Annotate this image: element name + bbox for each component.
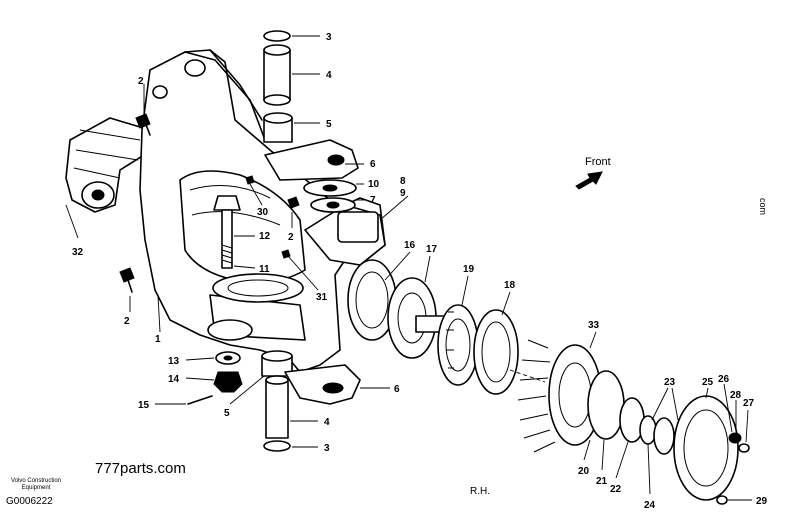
callout-c11: 11	[259, 264, 270, 275]
bearing-cone-part-19	[437, 304, 479, 386]
callout-c14: 14	[168, 374, 180, 385]
callout-c4b: 4	[324, 417, 330, 428]
callout-c19: 19	[463, 264, 475, 275]
nut-part-14	[213, 371, 243, 393]
callout-c5a: 5	[326, 119, 332, 130]
callouts: 3 4 5 6 10 7 8 9 2 30 2 12 11 16 17 19 1…	[72, 32, 768, 511]
callout-c12: 12	[259, 231, 271, 242]
callout-c3a: 3	[326, 32, 332, 43]
bearing-cone-cup	[437, 304, 546, 395]
callout-c5b: 5	[224, 408, 230, 419]
callout-c22: 22	[610, 484, 622, 495]
callout-c2a: 2	[138, 76, 144, 87]
pin-part-4-lower	[265, 379, 289, 439]
fitting-part-30	[245, 175, 255, 185]
cap-part-3-lower	[263, 440, 291, 452]
top-plate-assembly	[264, 139, 359, 213]
callout-c8: 8	[400, 176, 406, 187]
callout-c23: 23	[664, 377, 676, 388]
callout-c29: 29	[756, 496, 768, 507]
callout-c27: 27	[743, 398, 755, 409]
bearing-cup-part-18	[473, 309, 519, 395]
callout-c16: 16	[404, 240, 416, 251]
pin-part-15	[187, 395, 213, 405]
figure-code: G0006222	[6, 496, 53, 507]
plug-part-28	[728, 432, 742, 444]
axle-frame-part-32	[65, 117, 153, 239]
corner-text: com	[758, 198, 768, 216]
maker-line-1: Volvo Construction	[10, 478, 62, 484]
bolt-part-2-lower	[119, 267, 135, 283]
callout-c10: 10	[368, 179, 380, 190]
callout-c6a: 6	[370, 159, 376, 170]
upper-king-pin-assembly	[263, 30, 293, 143]
callout-c26: 26	[718, 374, 730, 385]
callout-c17: 17	[426, 244, 438, 255]
front-direction-arrow	[575, 171, 603, 190]
callout-c1: 1	[155, 334, 161, 345]
plate-part-6	[264, 139, 359, 181]
callout-c9: 9	[400, 188, 406, 199]
maker-line-2: Equipment	[21, 485, 51, 491]
callout-c2c: 2	[124, 316, 130, 327]
callout-c6b: 6	[394, 384, 400, 395]
right-hand-label: R.H.	[470, 486, 490, 497]
hub-cap-assembly	[673, 395, 750, 505]
bolt-part-29	[716, 495, 728, 505]
callout-c2b: 2	[288, 232, 294, 243]
callout-c30: 30	[257, 207, 269, 218]
wheel-hub-part-33	[517, 339, 675, 455]
lower-king-pin-assembly	[187, 350, 293, 452]
callout-c21: 21	[596, 476, 608, 487]
bolt-part-27	[738, 443, 750, 453]
watermark-text: 777parts.com	[95, 460, 186, 477]
callout-c20: 20	[578, 466, 590, 477]
callout-c24: 24	[644, 500, 656, 511]
callout-c7: 7	[370, 195, 376, 206]
pin-part-4	[263, 49, 291, 101]
callout-c4a: 4	[326, 70, 332, 81]
bolt-part-2-mid	[287, 196, 300, 209]
callout-c15: 15	[138, 400, 150, 411]
callout-c33: 33	[588, 320, 600, 331]
callout-c32: 32	[72, 247, 84, 258]
part-23	[653, 417, 675, 455]
bottom-plate-part-6	[284, 364, 361, 405]
callout-c18: 18	[504, 280, 516, 291]
spindle-bearings	[347, 259, 447, 359]
long-bolt-part-12	[213, 195, 241, 269]
front-label: Front	[585, 156, 611, 168]
callout-c31: 31	[316, 292, 328, 303]
callout-c25: 25	[702, 377, 714, 388]
callout-c28: 28	[730, 390, 742, 401]
steering-knuckle-housing-part-1	[139, 49, 386, 373]
cap-part-3	[263, 30, 291, 42]
callout-c13: 13	[168, 356, 180, 367]
callout-c3b: 3	[324, 443, 330, 454]
